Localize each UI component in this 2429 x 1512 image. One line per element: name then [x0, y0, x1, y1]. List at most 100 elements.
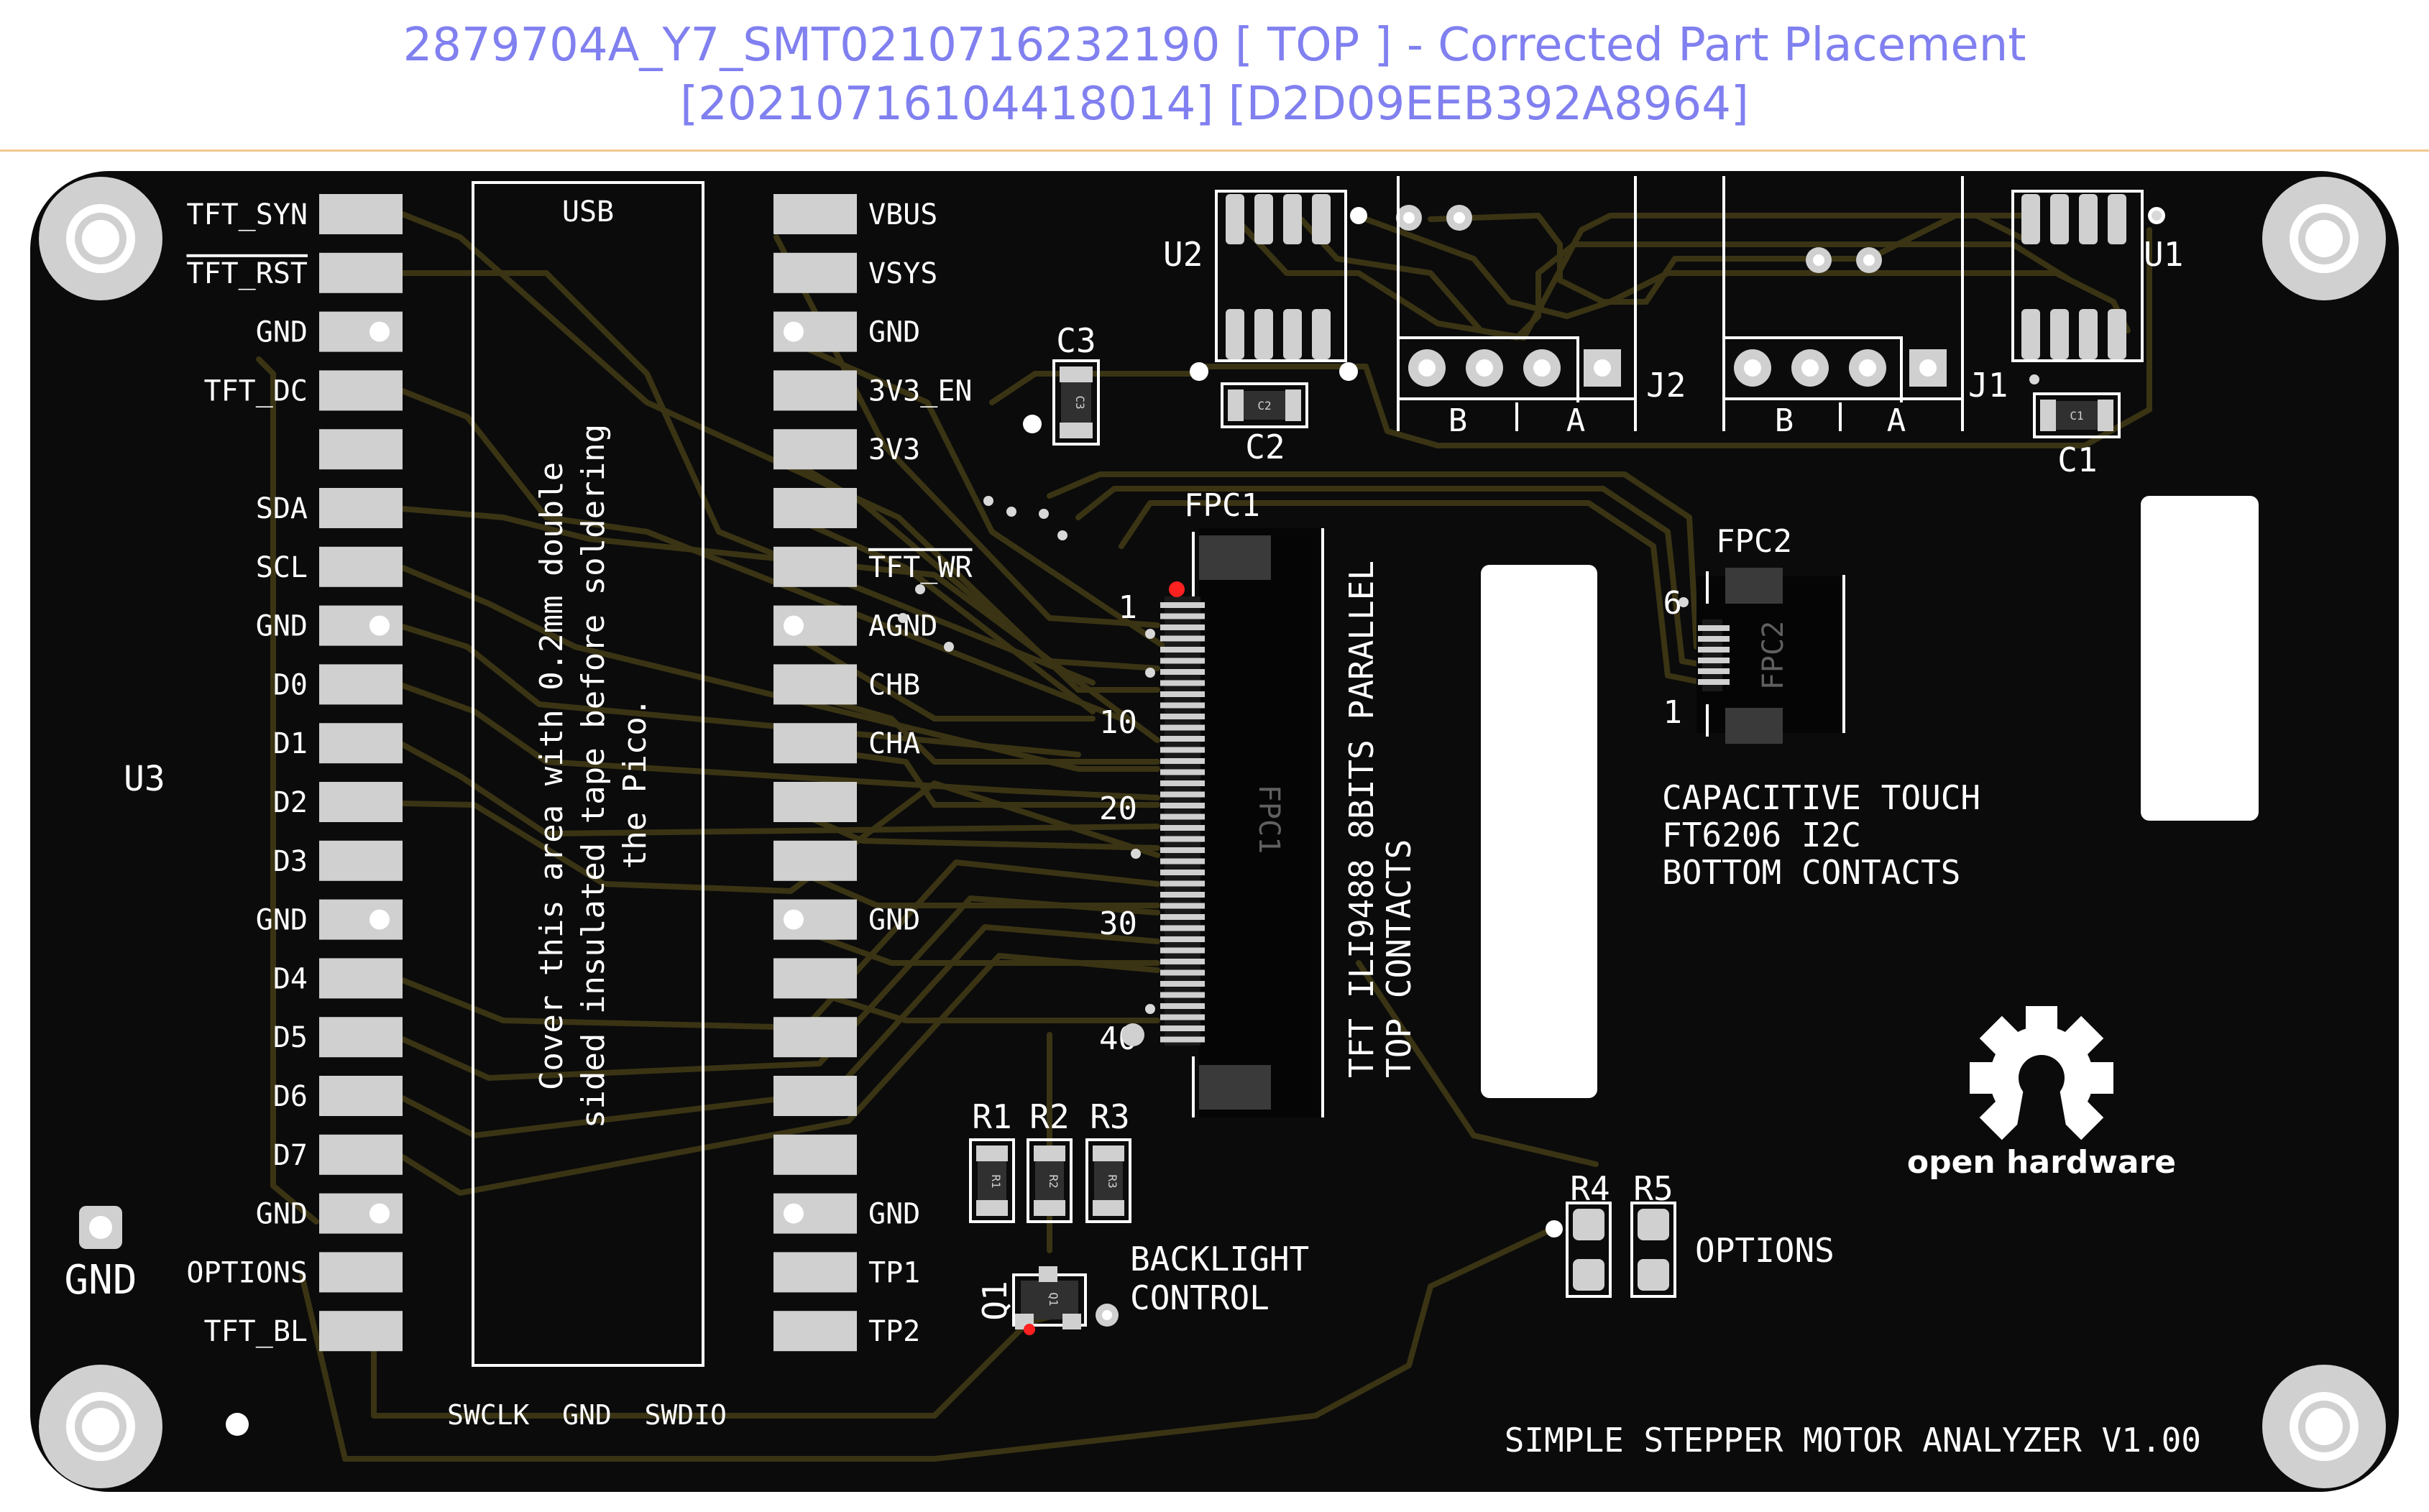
fpc1-pin-1: 1 — [1119, 589, 1138, 626]
u3-left-pad — [319, 546, 403, 587]
u3-right-pin-label: CHA — [868, 727, 920, 760]
options-label: OPTIONS — [1695, 1231, 1835, 1270]
u3-right-pad — [773, 429, 857, 470]
u3-right-pad — [773, 194, 857, 234]
u3-right-pad — [773, 1252, 857, 1293]
u3-left-pin-label: TFT_RST — [186, 257, 308, 290]
c2-ref: C2 — [1245, 428, 1285, 466]
r5-jumper — [1630, 1202, 1676, 1298]
pin1-marker — [1169, 581, 1185, 597]
fpc1-pin-30: 30 — [1099, 905, 1137, 942]
u3-right-pad — [773, 1076, 857, 1116]
u3-right-pad — [773, 1134, 857, 1175]
u3-right-pad — [773, 488, 857, 528]
u3-left-pad — [319, 370, 403, 411]
r3-ref: R3 — [1090, 1097, 1129, 1136]
pico-note: Cover this area with 0.2mm double sided … — [533, 424, 653, 1128]
usb-outline — [472, 181, 704, 1367]
r1-resistor: R1 — [969, 1138, 1015, 1223]
r3-body-label: R3 — [1106, 1174, 1119, 1188]
r3-resistor: R3 — [1085, 1138, 1131, 1223]
u3-right-pin-label: TFT_WR — [868, 551, 973, 584]
u3-left-pin-label: SDA — [256, 492, 308, 525]
u3-left-pin-label: SCL — [256, 551, 308, 584]
backlight-label-line-2: CONTROL — [1130, 1278, 1269, 1317]
u3-left-pad — [319, 1252, 403, 1293]
u1-ref: U1 — [2144, 235, 2183, 274]
header-line-1: 2879704A_Y7_SMT0210716232190 [ TOP ] - C… — [403, 19, 2026, 72]
u3-right-pad — [773, 840, 857, 881]
u3-left-pad — [319, 488, 403, 528]
u3-right-pin-label: 3V3 — [868, 433, 920, 466]
u3-left-pad — [319, 958, 403, 999]
mounting-holes — [39, 177, 2386, 1488]
oshw-logo-icon — [1970, 1006, 2113, 1150]
u3-left-pin-label: GND — [256, 316, 308, 349]
u3-left-pad — [319, 664, 403, 705]
u3-left-pad — [319, 252, 403, 293]
pico-note-line-1: Cover this area with 0.2mm double — [533, 462, 570, 1090]
u3-right-pad — [773, 1017, 857, 1058]
u3-left-pad — [319, 782, 403, 822]
u3-ref: U3 — [124, 759, 165, 799]
r2-resistor: R2 — [1027, 1138, 1073, 1223]
u3-left-pin-label: TFT_BL — [204, 1315, 308, 1348]
c3-ref: C3 — [1056, 321, 1096, 360]
fpc1-pin-numbers: 1 10 20 30 40 — [1099, 589, 1137, 1057]
r4-ref: R4 — [1570, 1169, 1610, 1208]
fpc1-description: TFT ILI9488 8BITS PARALLEL TOP CONTACTS — [1342, 561, 1418, 1078]
r2-ref: R2 — [1029, 1097, 1069, 1136]
pico-note-line-2: sided insulated tape before soldering — [575, 424, 612, 1128]
oshw-label: open hardware — [1907, 1144, 2176, 1181]
u3-right-pin-label: GND — [868, 316, 920, 349]
board-title: SIMPLE STEPPER MOTOR ANALYZER V1.00 — [1505, 1421, 2201, 1460]
fpc2-body-label: FPC2 — [1757, 621, 1790, 690]
u3-right-pin-label: GND — [868, 1198, 920, 1231]
u3-left-pin-label: D6 — [273, 1080, 308, 1113]
u3-left-pin-label: D3 — [273, 845, 308, 878]
u3-left-pin-label: D5 — [273, 1021, 308, 1054]
j2-label-b: B — [1448, 402, 1468, 439]
r4-jumper — [1566, 1202, 1612, 1298]
u1-chip — [2011, 190, 2165, 362]
u3-left-pin-label: GND — [256, 904, 308, 937]
r1-ref: R1 — [972, 1097, 1011, 1136]
c1-body-label: C1 — [2070, 409, 2083, 423]
j2-connector — [1397, 176, 1637, 431]
u3-left-pin-label: GND — [256, 610, 308, 643]
u3-left-pad — [319, 311, 403, 352]
c3-body-label: C3 — [1073, 395, 1087, 409]
u3-left-pin-label: TFT_DC — [204, 374, 308, 407]
u3-right-pad — [773, 370, 857, 411]
u3-left-pad — [319, 429, 403, 470]
q1-transistor: Q1 — [1012, 1266, 1119, 1335]
fpc2-connector — [1696, 568, 1845, 744]
u3-right-pad — [773, 252, 857, 293]
u3-left-pin-label: TFT_SYN — [186, 198, 308, 231]
fpc1-pin-20: 20 — [1099, 790, 1137, 827]
u3-left-pad — [319, 723, 403, 764]
q1-ref: Q1 — [975, 1281, 1014, 1320]
fpc1-pin-10: 10 — [1099, 704, 1137, 741]
j1-ref: J1 — [1968, 366, 2008, 405]
c1-ref: C1 — [2057, 441, 2097, 479]
u3-right-pin-label: CHB — [868, 668, 920, 701]
c1-capacitor: C1 — [2033, 392, 2121, 438]
u3-right-pin-label: 3V3_EN — [868, 374, 973, 407]
u3-right-pad — [773, 1311, 857, 1352]
pico-note-line-3: the Pico. — [617, 698, 653, 869]
u3-right-pin-label: TP1 — [868, 1256, 920, 1289]
backlight-label-line-1: BACKLIGHT — [1130, 1240, 1309, 1278]
u3-left-pad — [319, 1193, 403, 1234]
u3-left-pad — [319, 840, 403, 881]
fpc2-pin-1: 1 — [1663, 694, 1683, 731]
u3-right-pad — [773, 782, 857, 822]
header-line-2: [20210716104418014] [D2D09EEB392A8964] — [680, 78, 1749, 131]
u3-left-pin-label: OPTIONS — [186, 1256, 308, 1289]
u3-right-pad — [773, 546, 857, 587]
u2-chip — [1215, 190, 1367, 362]
c2-capacitor: C2 — [1221, 382, 1308, 428]
j2-label-a: A — [1566, 402, 1586, 439]
fpc2-desc-line-1: CAPACITIVE TOUCH — [1662, 778, 1980, 817]
